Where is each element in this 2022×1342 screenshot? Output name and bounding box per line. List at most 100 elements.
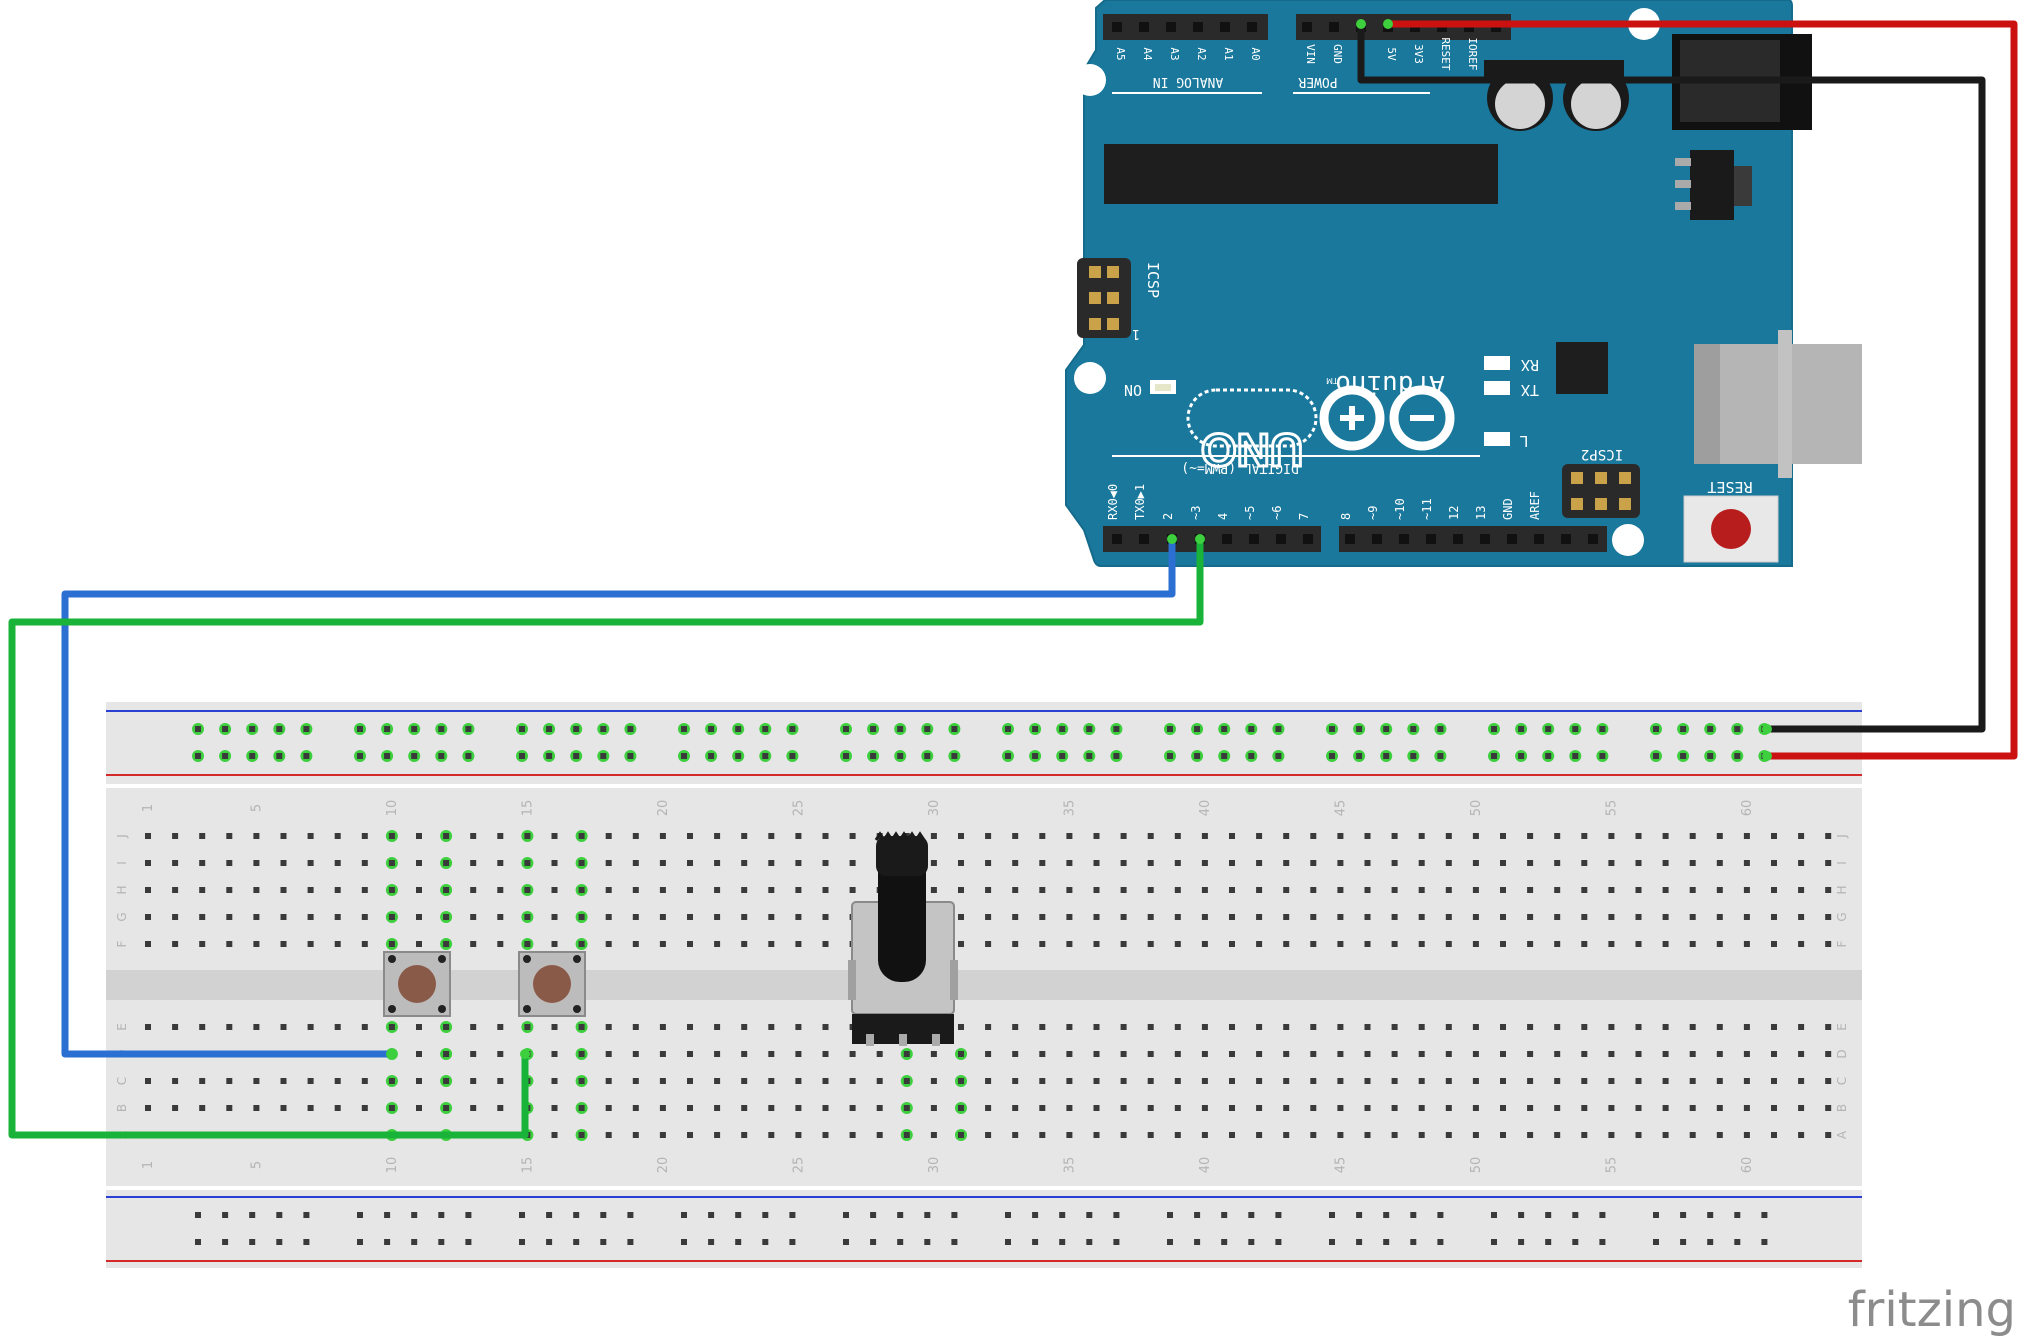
wire-red-5v[interactable] <box>1383 19 2018 761</box>
breadboard-hole-socket <box>741 1132 748 1138</box>
breadboard-hole-socket <box>1798 1105 1805 1111</box>
breadboard-hole-socket <box>1771 941 1777 947</box>
rail-hole-socket <box>1113 726 1120 732</box>
breadboard-hole-socket <box>1581 941 1588 947</box>
breadboard-hole-socket <box>416 833 422 839</box>
rail-hole-socket <box>1599 1212 1606 1218</box>
digital-pin-label: 2 <box>1161 513 1175 520</box>
breadboard-hole-socket <box>1201 833 1208 839</box>
rail-hole-socket <box>1329 1212 1335 1218</box>
breadboard-hole-socket <box>1581 1078 1588 1084</box>
breadboard-hole-socket <box>1798 887 1805 893</box>
breadboard-hole-socket <box>1554 860 1561 866</box>
row-letter: E <box>1835 1023 1849 1031</box>
breadboard-hole-socket <box>1391 1078 1398 1084</box>
breadboard-hole-socket <box>1716 1024 1723 1030</box>
power-pin-label: GND <box>1331 44 1344 64</box>
rail-hole-socket <box>1599 1239 1606 1245</box>
rail-hole-socket <box>519 726 525 732</box>
breadboard-hole-socket <box>1825 1105 1832 1111</box>
breadboard-hole-socket <box>578 860 585 866</box>
breadboard-hole-socket <box>145 887 151 893</box>
icsp2-pin <box>1595 472 1607 484</box>
breadboard-hole-socket <box>524 833 531 839</box>
rail-hole-socket <box>762 1212 769 1218</box>
breadboard-hole-socket <box>930 1078 937 1084</box>
breadboard-hole-socket <box>659 860 666 866</box>
breadboard-hole-socket <box>1608 833 1615 839</box>
breadboard-hole-socket <box>334 1024 341 1030</box>
rail-hole-socket <box>1437 753 1444 759</box>
breadboard-hole-socket <box>605 1132 612 1138</box>
rail-hole-socket <box>1275 726 1282 732</box>
breadboard-hole-socket <box>1066 1078 1073 1084</box>
potentiometer[interactable] <box>848 831 958 1046</box>
breadboard-hole-socket <box>741 1024 748 1030</box>
breadboard-hole-socket <box>1472 1105 1479 1111</box>
rail-hole-socket <box>1599 726 1606 732</box>
row-letter: B <box>1835 1104 1849 1112</box>
rail-hole-socket <box>600 753 607 759</box>
breadboard-hole-socket <box>876 1078 883 1084</box>
rail-hole-socket <box>762 753 769 759</box>
rail-hole-socket <box>465 1212 472 1218</box>
breadboard-hole-socket <box>1527 1051 1534 1057</box>
breadboard-hole-socket <box>1527 1132 1534 1138</box>
breadboard-hole-socket <box>226 1024 233 1030</box>
breadboard-hole-socket <box>1445 1051 1452 1057</box>
breadboard-hole-socket <box>1174 833 1181 839</box>
reset-button[interactable] <box>1711 509 1751 549</box>
breadboard-hole-socket <box>1093 860 1100 866</box>
breadboard-hole-socket <box>1608 1078 1615 1084</box>
breadboard-hole-socket <box>253 1024 260 1030</box>
wire-blue-pin2[interactable] <box>61 534 1177 1059</box>
trademark-text: TM <box>1326 376 1339 385</box>
digital-pin-label: ~5 <box>1243 506 1257 520</box>
breadboard-hole-socket <box>1147 1105 1154 1111</box>
rail-hole-socket <box>303 1212 310 1218</box>
breadboard-hole-socket <box>416 1024 422 1030</box>
breadboard-hole-socket <box>361 833 368 839</box>
rail-hole-socket <box>1572 753 1579 759</box>
rail-hole-socket <box>465 726 472 732</box>
breadboard-hole-socket <box>497 941 504 947</box>
breadboard-hole-socket <box>1066 914 1073 920</box>
breadboard-hole-socket <box>1689 941 1696 947</box>
breadboard-hole-socket <box>253 1078 260 1084</box>
rail-hole-socket <box>411 726 418 732</box>
breadboard-hole-socket <box>659 1051 666 1057</box>
rail-hole-socket <box>438 726 445 732</box>
breadboard-hole-socket <box>1798 833 1805 839</box>
wire-black-gnd[interactable] <box>1356 19 1986 734</box>
digital-label: DIGITAL (PWM=~) <box>1181 460 1298 475</box>
rail-hole-socket <box>1329 726 1335 732</box>
breadboard-hole-socket <box>985 1024 992 1030</box>
breadboard-hole-socket <box>280 914 287 920</box>
rail-hole-socket <box>1221 1212 1228 1218</box>
breadboard-hole-socket <box>1174 860 1181 866</box>
breadboard-hole-socket <box>605 860 612 866</box>
breadboard-hole-socket <box>1527 914 1534 920</box>
usb-port-shade <box>1694 344 1720 464</box>
breadboard-hole-socket <box>253 887 260 893</box>
breadboard-hole-socket <box>1500 1078 1506 1084</box>
pushbutton-2[interactable] <box>518 951 586 1017</box>
rail-hole-socket <box>1113 1212 1120 1218</box>
rail-hole-socket <box>843 726 849 732</box>
breadboard-hole-socket <box>1120 860 1127 866</box>
breadboard-hole-socket <box>1364 941 1371 947</box>
arduino-infinity-logo <box>1319 385 1455 451</box>
rail-hole-socket <box>1086 1212 1093 1218</box>
breadboard-hole-socket <box>443 1105 450 1111</box>
analog-pin-label: A4 <box>1141 47 1154 61</box>
breadboard-hole-socket <box>876 1051 883 1057</box>
rail-hole-socket <box>1734 1239 1741 1245</box>
breadboard-hole-socket <box>497 833 504 839</box>
breadboard-hole-socket <box>741 1078 748 1084</box>
header-pin <box>1112 22 1122 32</box>
breadboard-hole-socket <box>1066 833 1073 839</box>
pushbutton-1[interactable] <box>383 951 451 1017</box>
wire-green-pin3[interactable] <box>8 534 1205 1139</box>
breadboard-hole-socket <box>1445 941 1452 947</box>
breadboard-hole-socket <box>1012 914 1019 920</box>
